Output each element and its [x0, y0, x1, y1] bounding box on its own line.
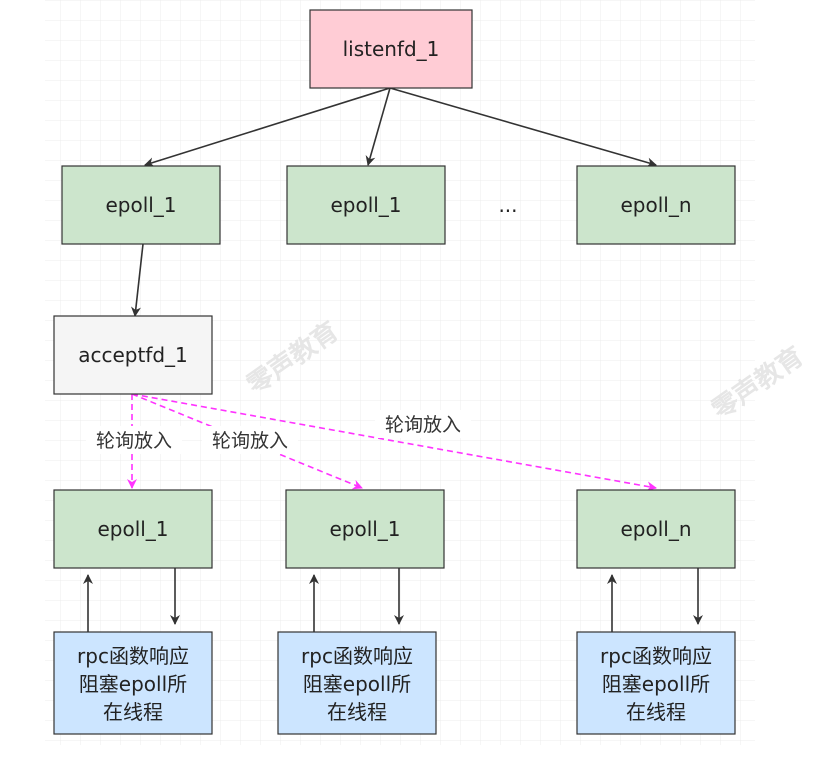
node-rpc-2[interactable]: rpc函数响应 阻塞epoll所 在线程 [277, 631, 437, 735]
node-label: epoll_1 [330, 193, 401, 217]
edge-epoll1-acceptfd [131, 243, 144, 317]
node-label-line: 在线程 [327, 700, 387, 724]
node-epoll-top-1[interactable]: epoll_1 [61, 165, 221, 245]
node-label: listenfd_1 [343, 37, 440, 61]
node-label: epoll_1 [105, 193, 176, 217]
edge-label-bg [86, 426, 182, 454]
node-rpc-1[interactable]: rpc函数响应 阻塞epoll所 在线程 [53, 631, 213, 735]
node-listenfd[interactable]: listenfd_1 [309, 9, 473, 89]
node-epoll-top-n[interactable]: epoll_n [576, 165, 736, 245]
node-label: acceptfd_1 [78, 343, 188, 367]
node-label-line: 阻塞epoll所 [303, 672, 411, 696]
node-label-line: 在线程 [626, 700, 686, 724]
edge-label-bg [202, 426, 298, 454]
node-label-line: 在线程 [103, 700, 163, 724]
edge-listenfd-epoll2 [365, 87, 391, 166]
ellipsis: ... [498, 193, 517, 217]
node-label-line: 阻塞epoll所 [602, 672, 710, 696]
node-label-line: rpc函数响应 [77, 644, 189, 668]
node-epoll-bottom-1[interactable]: epoll_1 [53, 489, 213, 569]
edge-label-poll-2: 轮询放入 [212, 430, 288, 452]
node-label: epoll_1 [97, 517, 168, 541]
node-epoll-bottom-2[interactable]: epoll_1 [285, 489, 445, 569]
node-label-line: rpc函数响应 [301, 644, 413, 668]
node-epoll-bottom-n[interactable]: epoll_n [576, 489, 736, 569]
node-label-line: rpc函数响应 [600, 644, 712, 668]
node-label: epoll_n [620, 517, 691, 541]
node-epoll-top-2[interactable]: epoll_1 [286, 165, 446, 245]
node-label: epoll_1 [329, 517, 400, 541]
edge-label-poll-1: 轮询放入 [96, 430, 172, 452]
edge-label-poll-3: 轮询放入 [385, 414, 461, 436]
node-rpc-3[interactable]: rpc函数响应 阻塞epoll所 在线程 [576, 631, 736, 735]
solid-edges [83, 87, 703, 632]
edge-label-bg [375, 410, 471, 438]
node-label-line: 阻塞epoll所 [79, 672, 187, 696]
edge-acceptfd-epollbotn [131, 393, 657, 492]
edge-listenfd-epoll1 [144, 87, 391, 168]
node-acceptfd[interactable]: acceptfd_1 [53, 315, 213, 395]
edge-listenfd-epolln [389, 87, 657, 168]
node-label: epoll_n [620, 193, 691, 217]
